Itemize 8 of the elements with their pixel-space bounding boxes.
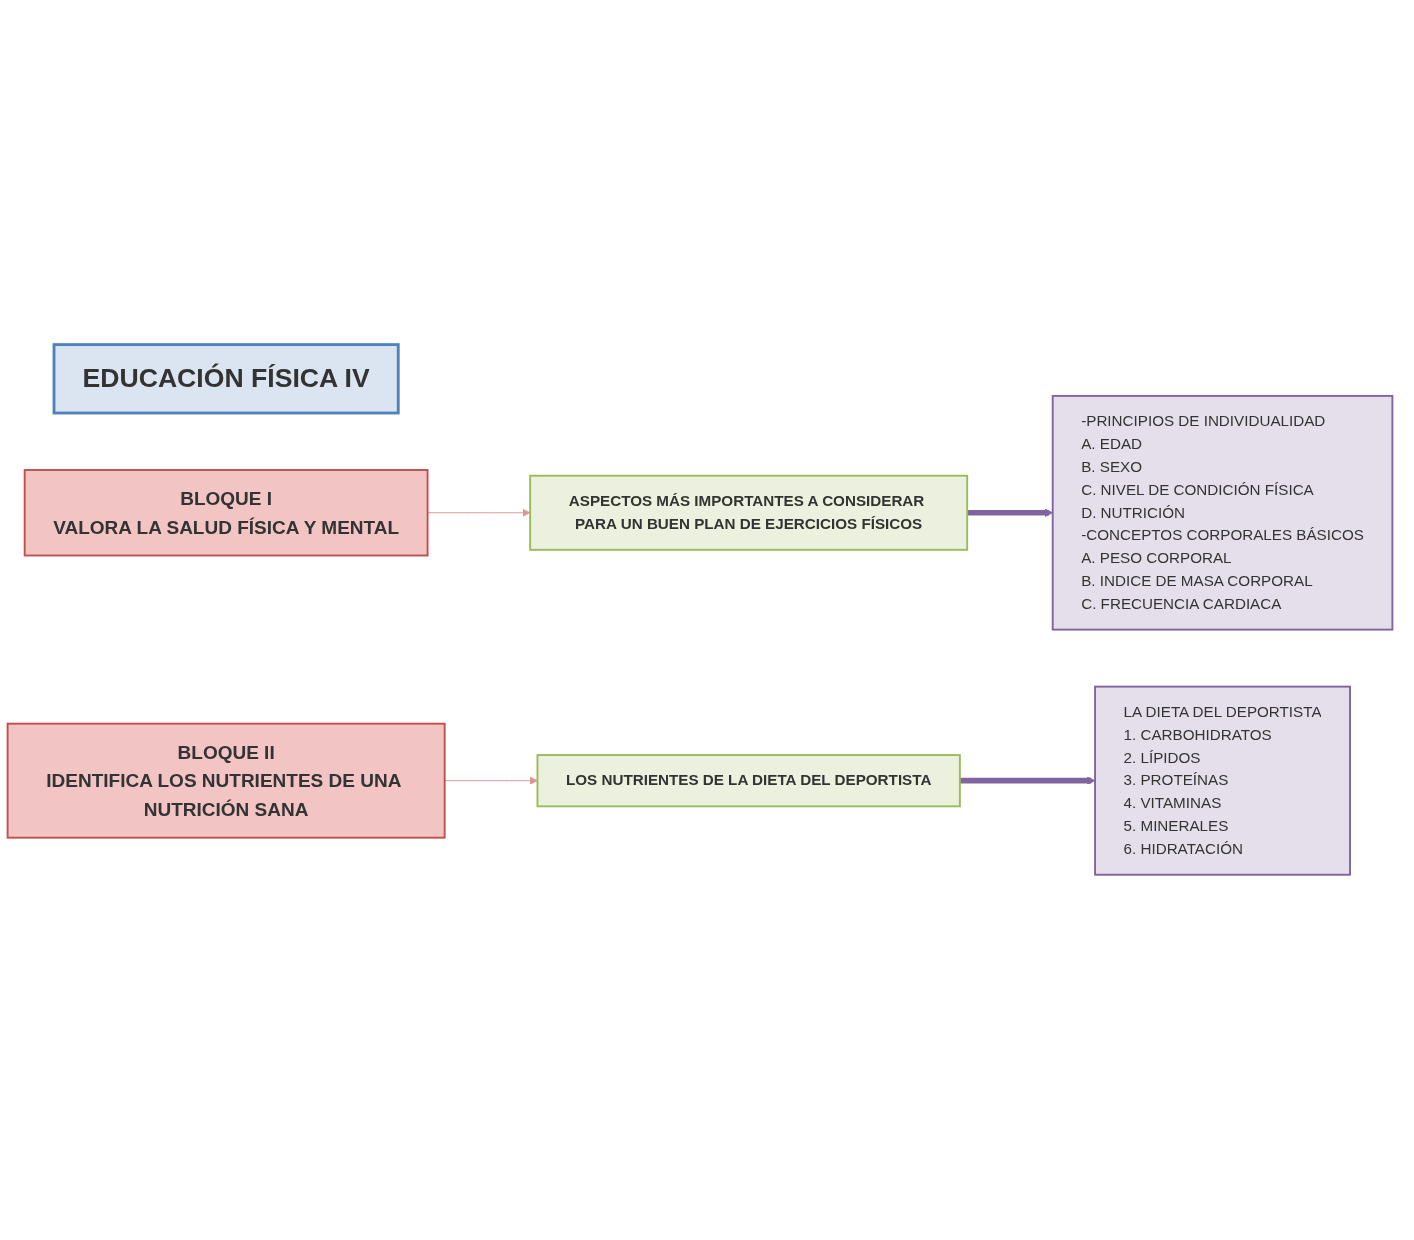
node-box: BLOQUE I VALORA LA SALUD FÍSICA Y MENTAL [23,469,429,557]
node-box: ASPECTOS MÁS IMPORTANTES A CONSIDERAR PARA UN BUEN PLAN DE EJERCICIOS FÍSICOS [529,475,969,552]
node-box: BLOQUE II IDENTIFICA LOS NUTRIENTES DE UNA NUTRICIÓN SANA [6,723,446,839]
node-box: EDUCACIÓN FÍSICA IV [52,343,400,415]
node-box: -PRINCIPIOS DE INDIVIDUALIDAD A. EDAD B. SEXO C. NIVEL DE CONDICIÓN FÍSICA D. NUTRICIÓN -CONCEPTOS CORPORALES BÁSICOS A. PESO CORPORAL B. INDICE DE MASA CORPORAL C. FRECUENCIA CARDIACA [1051,395,1394,631]
node-box: LA DIETA DEL DEPORTISTA 1. CARBOHIDRATOS 2. LÍPIDOS 3. PROTEÍNAS 4. VITAMINAS 5. MINERALES 6. HIDRATACIÓN [1094,686,1351,877]
node-box: LOS NUTRIENTES DE LA DIETA DEL DEPORTISTA [536,754,961,808]
arrow [959,776,1096,786]
